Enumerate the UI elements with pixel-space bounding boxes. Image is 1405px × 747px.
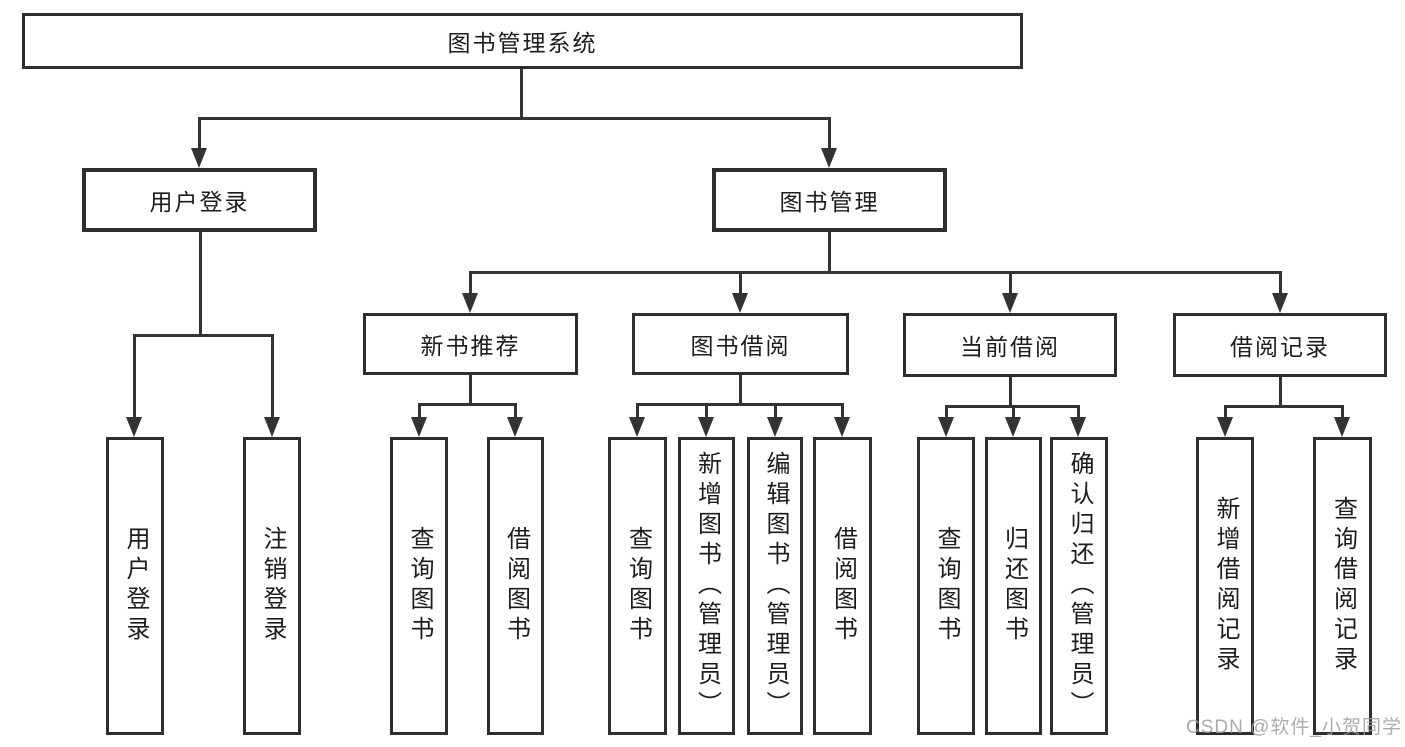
- line: [636, 403, 844, 406]
- leaf-label: 编辑图书（管理员）: [762, 451, 789, 721]
- arrowhead-icon: [126, 417, 142, 437]
- line: [636, 403, 639, 419]
- line: [418, 403, 421, 419]
- line: [828, 117, 831, 150]
- leaf-label: 查询图书: [624, 526, 652, 646]
- line: [469, 375, 472, 405]
- leaf-query-books-recommend: 查询图书: [390, 437, 448, 735]
- line: [271, 334, 274, 419]
- node-borrowing-records: 借阅记录: [1173, 313, 1387, 377]
- arrowhead-icon: [732, 293, 748, 313]
- leaf-borrow-books-borrowing: 借阅图书: [813, 437, 872, 735]
- line: [1279, 377, 1282, 407]
- line: [198, 117, 201, 150]
- line: [1224, 405, 1344, 408]
- arrowhead-icon: [1334, 417, 1350, 437]
- line: [520, 69, 523, 119]
- line: [828, 232, 831, 272]
- leaf-label: 查询借阅记录: [1329, 496, 1357, 676]
- leaf-add-book-admin: 新增图书（管理员）: [678, 437, 735, 735]
- line: [418, 403, 517, 406]
- leaf-return-book: 归还图书: [985, 437, 1042, 735]
- leaf-label: 新增借阅记录: [1212, 496, 1239, 676]
- arrowhead-icon: [1217, 417, 1233, 437]
- leaf-confirm-return-admin: 确认归还（管理员）: [1050, 437, 1108, 735]
- line: [1012, 405, 1015, 419]
- line: [739, 271, 742, 295]
- arrowhead-icon: [1272, 293, 1288, 313]
- leaf-label: 查询图书: [933, 526, 960, 646]
- leaf-label: 用户登录: [122, 526, 149, 646]
- leaf-query-books-borrowing: 查询图书: [608, 437, 667, 735]
- leaf-label: 借阅图书: [502, 526, 530, 646]
- arrowhead-icon: [629, 417, 645, 437]
- line: [1224, 405, 1227, 419]
- line: [199, 232, 202, 335]
- leaf-label: 注销登录: [259, 526, 286, 646]
- node-new-book-recommendation: 新书推荐: [363, 313, 578, 375]
- line: [705, 403, 708, 419]
- line: [945, 405, 948, 419]
- arrowhead-icon: [462, 293, 478, 313]
- node-book-borrowing: 图书借阅: [632, 313, 849, 375]
- line: [1279, 271, 1282, 295]
- watermark: CSDN @软件_小贺同学: [1186, 717, 1402, 738]
- arrowhead-icon: [821, 148, 837, 168]
- line: [841, 403, 844, 419]
- leaf-label: 归还图书: [1000, 526, 1028, 646]
- node-user-login: 用户登录: [82, 168, 317, 232]
- arrowhead-icon: [938, 417, 954, 437]
- leaf-edit-book-admin: 编辑图书（管理员）: [747, 437, 803, 735]
- arrowhead-icon: [264, 417, 280, 437]
- leaf-add-borrow-record: 新增借阅记录: [1196, 437, 1254, 735]
- leaf-user-login: 用户登录: [106, 437, 164, 735]
- leaf-label: 新增图书（管理员）: [693, 451, 721, 721]
- arrowhead-icon: [767, 417, 783, 437]
- line: [1077, 405, 1080, 419]
- leaf-logout: 注销登录: [243, 437, 301, 735]
- arrowhead-icon: [1002, 293, 1018, 313]
- arrowhead-icon: [1005, 417, 1021, 437]
- leaf-label: 确认归还（管理员）: [1066, 451, 1093, 721]
- line: [469, 271, 1282, 274]
- line: [469, 271, 472, 295]
- line: [514, 403, 517, 419]
- node-library-system: 图书管理系统: [22, 13, 1023, 69]
- arrowhead-icon: [507, 417, 523, 437]
- leaf-query-books-current: 查询图书: [917, 437, 975, 735]
- line: [1009, 377, 1012, 407]
- line: [1341, 405, 1344, 419]
- leaf-label: 借阅图书: [829, 526, 857, 646]
- line: [1009, 271, 1012, 295]
- line: [739, 375, 742, 405]
- arrowhead-icon: [1070, 417, 1086, 437]
- arrowhead-icon: [698, 417, 714, 437]
- line: [198, 117, 831, 120]
- node-book-management: 图书管理: [712, 168, 947, 232]
- leaf-borrow-books-recommend: 借阅图书: [487, 437, 544, 735]
- line: [133, 334, 136, 419]
- arrowhead-icon: [191, 148, 207, 168]
- node-current-borrowing: 当前借阅: [903, 313, 1117, 377]
- line: [133, 334, 274, 337]
- leaf-query-borrow-record: 查询借阅记录: [1313, 437, 1372, 735]
- arrowhead-icon: [411, 417, 427, 437]
- arrowhead-icon: [834, 417, 850, 437]
- line: [774, 403, 777, 419]
- leaf-label: 查询图书: [406, 526, 433, 646]
